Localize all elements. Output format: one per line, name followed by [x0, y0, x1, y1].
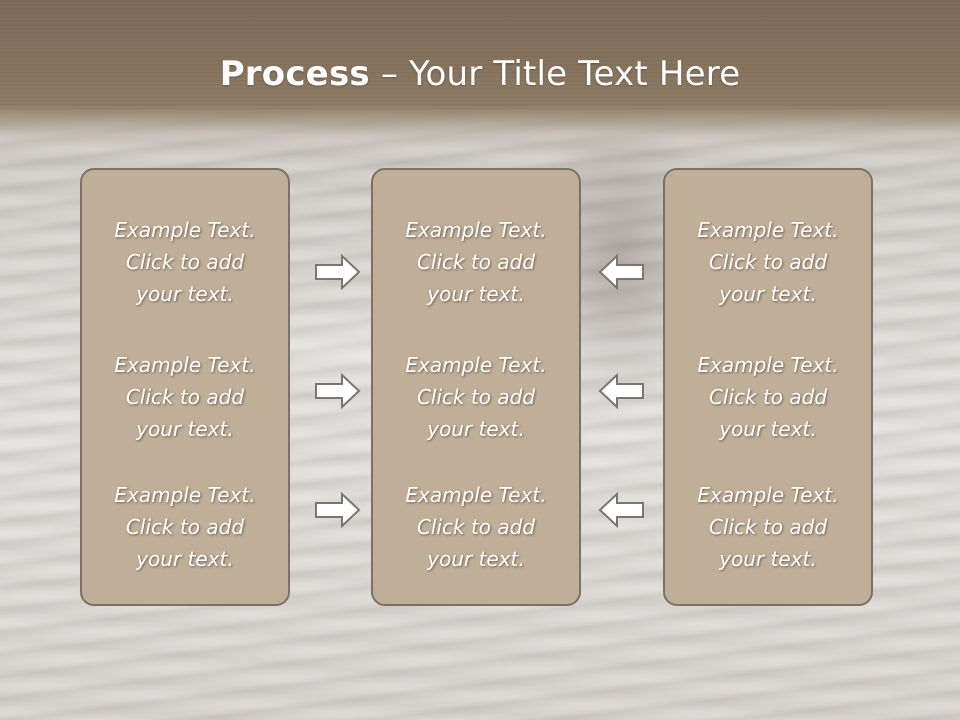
text-line: your text.	[427, 282, 525, 306]
text-placeholder[interactable]: Example Text. Click to add your text.	[373, 479, 579, 575]
text-line: Example Text.	[405, 353, 547, 377]
text-line: your text.	[719, 417, 817, 441]
text-line: your text.	[719, 282, 817, 306]
text-line: Click to add	[416, 515, 536, 539]
text-line: Example Text.	[697, 483, 839, 507]
text-line: your text.	[136, 417, 234, 441]
left-arrow-icon[interactable]	[597, 373, 645, 409]
process-box-left[interactable]: Example Text. Click to add your text. Ex…	[80, 168, 290, 606]
process-box-right[interactable]: Example Text. Click to add your text. Ex…	[663, 168, 873, 606]
text-line: Example Text.	[114, 483, 256, 507]
text-line: Example Text.	[114, 218, 256, 242]
text-line: Example Text.	[405, 483, 547, 507]
title-rest-part: – Your Title Text Here	[369, 54, 741, 94]
right-arrow-icon[interactable]	[314, 492, 362, 528]
text-placeholder[interactable]: Example Text. Click to add your text.	[82, 479, 288, 575]
text-line: your text.	[427, 547, 525, 571]
text-line: Click to add	[125, 515, 245, 539]
text-placeholder[interactable]: Example Text. Click to add your text.	[665, 479, 871, 575]
text-line: Example Text.	[405, 218, 547, 242]
text-placeholder[interactable]: Example Text. Click to add your text.	[82, 349, 288, 445]
text-placeholder[interactable]: Example Text. Click to add your text.	[665, 214, 871, 310]
left-arrow-icon[interactable]	[597, 254, 645, 290]
text-line: Click to add	[708, 385, 828, 409]
right-arrow-icon[interactable]	[314, 254, 362, 290]
text-line: Click to add	[416, 385, 536, 409]
text-line: your text.	[719, 547, 817, 571]
text-line: Click to add	[708, 515, 828, 539]
text-line: your text.	[136, 547, 234, 571]
text-placeholder[interactable]: Example Text. Click to add your text.	[665, 349, 871, 445]
text-line: Click to add	[416, 250, 536, 274]
text-line: Click to add	[708, 250, 828, 274]
text-line: Example Text.	[697, 353, 839, 377]
text-line: Example Text.	[697, 218, 839, 242]
title-bold-part: Process	[219, 54, 370, 94]
text-placeholder[interactable]: Example Text. Click to add your text.	[82, 214, 288, 310]
text-line: your text.	[136, 282, 234, 306]
text-line: Click to add	[125, 250, 245, 274]
right-arrow-icon[interactable]	[314, 373, 362, 409]
text-line: your text.	[427, 417, 525, 441]
slide-title[interactable]: Process – Your Title Text Here	[0, 54, 960, 94]
title-band	[0, 0, 960, 150]
process-box-center[interactable]: Example Text. Click to add your text. Ex…	[371, 168, 581, 606]
left-arrow-icon[interactable]	[597, 492, 645, 528]
text-line: Click to add	[125, 385, 245, 409]
text-line: Example Text.	[114, 353, 256, 377]
text-placeholder[interactable]: Example Text. Click to add your text.	[373, 349, 579, 445]
text-placeholder[interactable]: Example Text. Click to add your text.	[373, 214, 579, 310]
